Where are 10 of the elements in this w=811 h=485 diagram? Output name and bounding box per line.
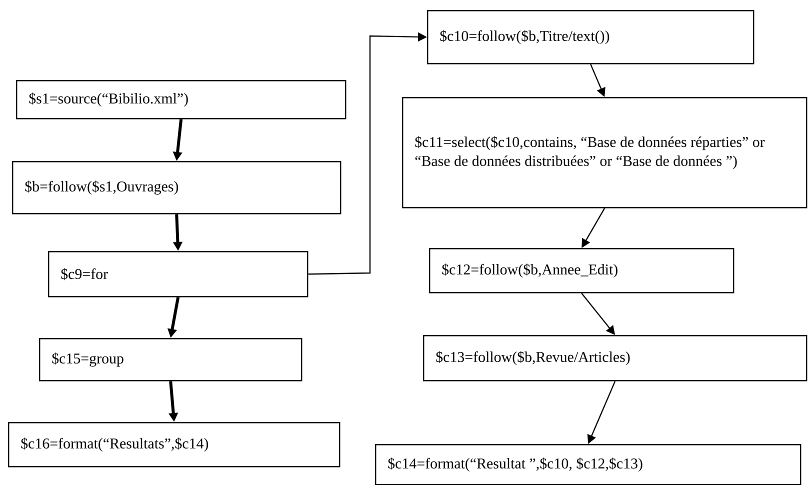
process-box: $c12=follow($b,Annee_Edit): [429, 248, 734, 294]
process-box: $c14=format(“Resultat ”,$c10, $c12,$c13): [375, 444, 802, 485]
process-box: $c9=for: [48, 251, 308, 298]
process-box: $c13=follow($b,Revue/Articles): [423, 335, 808, 382]
process-box: $b=follow($s1,Ouvrages): [12, 161, 342, 214]
process-box: $c10=follow($b,Titre/text()): [427, 10, 754, 64]
process-box: $c16=format(“Resultats”,$c14): [8, 422, 340, 468]
process-box: $s1=source(“Bibilio.xml”): [16, 80, 346, 120]
process-box: $c15=group: [39, 338, 302, 382]
process-box: $c11=select($c10,contains, “Base de données réparties” or “Base de données distribuées” or “Base de données ”): [402, 97, 808, 208]
